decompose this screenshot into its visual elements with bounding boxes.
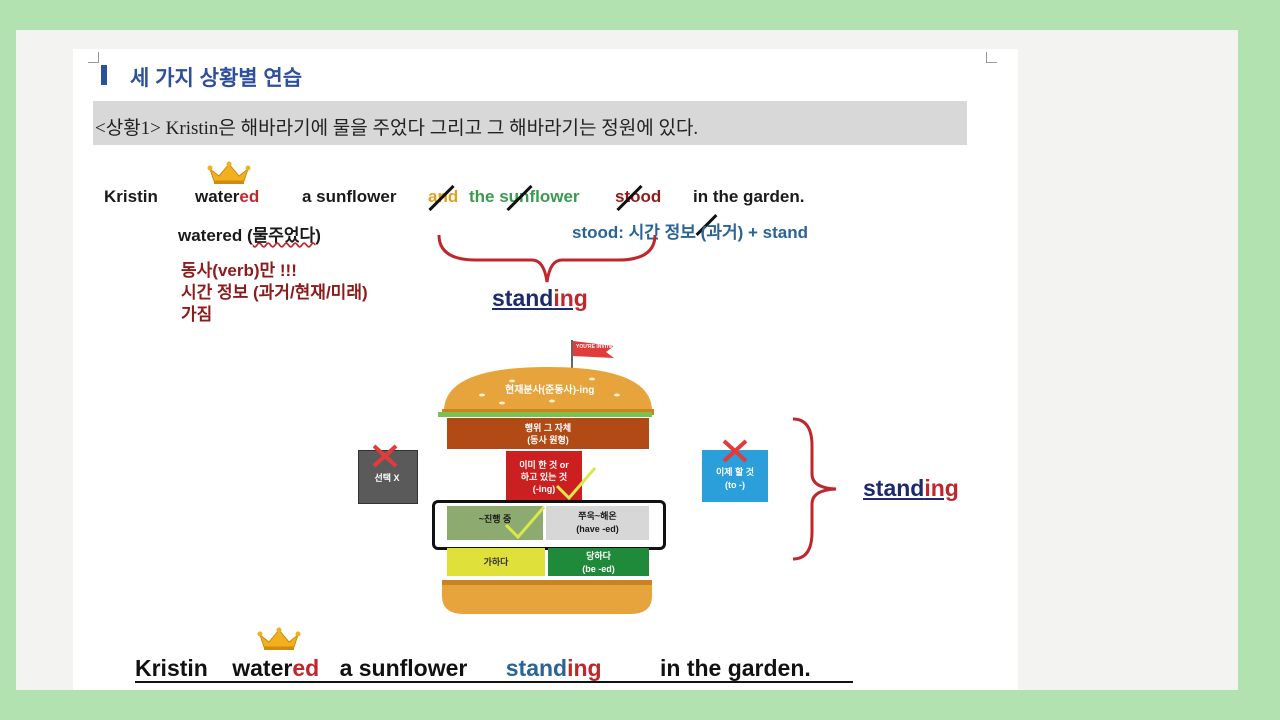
layer-1 <box>447 418 649 449</box>
final-word-in-the-garden: in the garden. <box>660 655 811 681</box>
right-box <box>702 450 768 502</box>
page-corner-mark-left <box>88 52 99 63</box>
cross-icon-left <box>372 444 398 468</box>
final-word-a-sunflower: a sunflower <box>339 655 468 681</box>
layer-3b-label-1: 쭈욱~해온 <box>578 511 617 521</box>
standing-right-stem: stand <box>863 475 925 501</box>
right-box-label-2: (to -) <box>725 480 745 490</box>
final-word-standing: standing <box>505 655 602 681</box>
situation-box <box>93 101 967 145</box>
word-the-sunflower: the sunflower <box>469 187 580 206</box>
note-watered-c: ) <box>315 226 321 245</box>
layer-4a <box>447 548 545 576</box>
verb-note-1: 동사(verb)만 !!! <box>181 261 297 280</box>
flag-text: YOU'RE INVITED <box>576 344 617 350</box>
standing-center-stem: stand <box>492 285 554 311</box>
title-marker <box>101 65 107 85</box>
layer-2-label-2: 하고 있는 것 <box>520 472 568 482</box>
layer-2-label-1: 이미 한 것 or <box>519 460 569 470</box>
layer-1-label-1: 행위 그 자체 <box>524 423 572 433</box>
note-watered: watered (물주었다) <box>178 221 321 246</box>
watered-ending: ed <box>239 187 260 206</box>
brace-under-phrase <box>437 234 657 283</box>
final-word-kristin: Kristin <box>135 655 208 681</box>
burger-bottom-bun <box>442 580 652 614</box>
brace-right <box>792 417 837 561</box>
page-corner-mark-right <box>986 52 997 63</box>
layer-3b <box>546 506 649 540</box>
note-watered-meaning: 물주었다 <box>252 226 316 245</box>
word-in-the-garden: in the garden. <box>693 187 805 206</box>
lettuce-strip <box>438 412 652 417</box>
final-underline <box>135 681 853 683</box>
verb-note-2: 시간 정보 (과거/현재/미래) <box>181 283 368 302</box>
check-icon-1 <box>555 467 597 501</box>
right-box-label-1: 이제 할 것 <box>715 467 755 477</box>
word-watered: watered <box>195 187 259 207</box>
cross-icon-right <box>722 439 748 463</box>
layer-4b-label-1: 당하다 <box>586 551 611 561</box>
left-box-label: 선택 X <box>374 473 400 483</box>
word-a-sunflower: a sunflower <box>302 187 397 206</box>
watered-stem: water <box>195 187 240 206</box>
layer-4b-label-2: (be -ed) <box>582 564 615 574</box>
page-title: 세 가지 상황별 연습 <box>130 67 303 90</box>
layer-4a-label: 가하다 <box>483 557 509 567</box>
layer-3b-label-2: (have -ed) <box>576 524 619 534</box>
crown-icon-bottom <box>257 627 301 650</box>
situation-text: <상황1> Kristin은 해바라기에 물을 주었다 그리고 그 해바라기는 … <box>95 118 699 139</box>
layer-1-label-2: (동사 원형) <box>527 435 569 445</box>
standing-right: standing <box>863 475 959 502</box>
note-stood: stood: 시간 정보 (과거) + stand <box>572 223 808 242</box>
final-sentence: Kristin watered a sunflower standing in … <box>135 655 811 682</box>
layer-2 <box>506 451 582 501</box>
standing-right-ending: ing <box>924 475 959 501</box>
layer-4b <box>548 548 649 576</box>
check-icon-2 <box>504 506 546 540</box>
standing-center-ending: ing <box>553 285 588 311</box>
standing-center: standing <box>492 285 588 312</box>
crown-icon <box>207 161 251 184</box>
layer-3a-label: ~진행 중 <box>478 514 512 524</box>
highlight-frame <box>432 500 666 550</box>
note-watered-a: watered ( <box>178 226 253 245</box>
word-kristin: Kristin <box>104 187 158 206</box>
verb-note-3: 가짐 <box>181 305 213 324</box>
final-word-watered: watered <box>232 655 320 681</box>
burger-top-label: 현재분사(준동사)-ing <box>505 385 595 396</box>
layer-3a <box>447 506 543 540</box>
layer-2-label-3: (-ing) <box>532 484 556 494</box>
